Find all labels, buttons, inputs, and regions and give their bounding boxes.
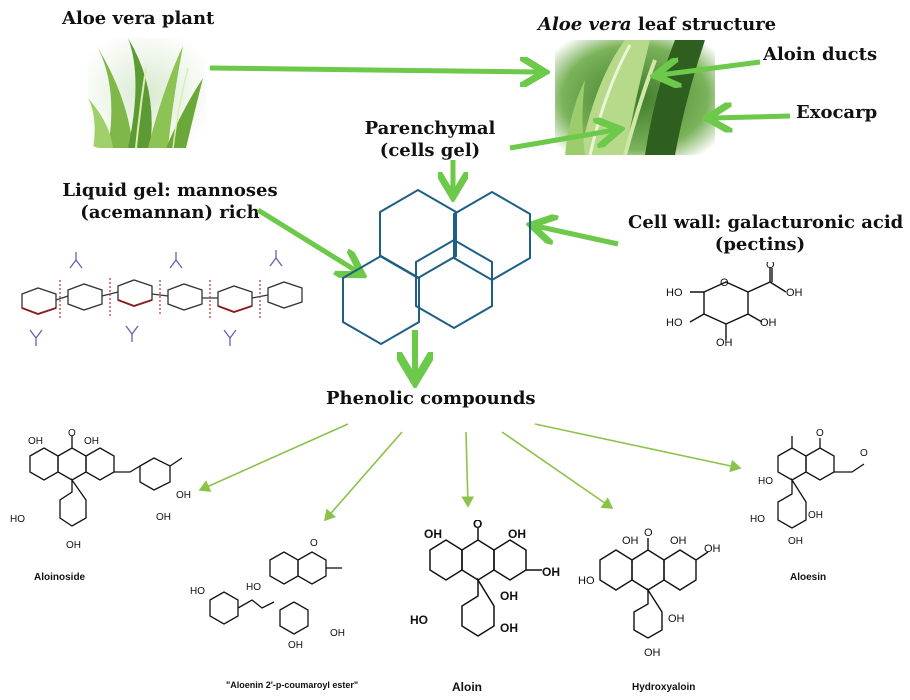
oh-label-s: OH [788, 536, 803, 547]
cell-wall-line1: Cell wall: galacturonic acid [628, 212, 904, 233]
ho-label-a: HO [10, 514, 25, 525]
cell-hexagons [342, 188, 531, 346]
oh-label-n: OH [670, 535, 687, 547]
arrow-to-aloesin [534, 423, 742, 473]
oh-label-g: OH [288, 640, 303, 650]
hexagon-top-right [453, 190, 531, 282]
aloe-plant-photo [88, 38, 206, 148]
ho-label-1: HO [666, 287, 683, 299]
o-label-c: O [473, 520, 482, 531]
oh-label-k: OH [500, 589, 518, 603]
oh-label-d: OH [156, 512, 171, 523]
aloesin-structure: O O HO HO OH OH [750, 428, 868, 547]
aloesin-caption: Aloesin [790, 572, 827, 583]
arrow-to-aloin [461, 431, 475, 508]
phenolic-compounds-label: Phenolic compounds [326, 388, 536, 409]
arrow-plant-to-leaf [209, 68, 540, 72]
oh-label-h: OH [424, 527, 442, 541]
cell-wall-label: Cell wall: galacturonic acid (pectins) [628, 212, 904, 256]
oh-label-o: OH [704, 543, 721, 555]
hydroxyaloin-caption: Hydroxyaloin [632, 682, 696, 693]
ho-label-b: HO [190, 586, 205, 597]
oh-label-c: OH [66, 540, 81, 551]
oh-label-e: OH [176, 490, 191, 501]
aloin-caption: Aloin [452, 680, 482, 694]
leaf-structure-label: Aloe vera leaf structure [538, 14, 776, 36]
oh-label-a: OH [28, 436, 43, 447]
exocarp-label: Exocarp [796, 102, 878, 123]
o-label-d: O [644, 527, 653, 539]
arrow-to-aloinoside [198, 423, 349, 492]
parenchymal-line1: Parenchymal [364, 118, 496, 139]
aloin-structure: OH O OH OH HO OH OH [410, 520, 560, 637]
ho-label-f: HO [758, 476, 773, 487]
oh-label-r: OH [808, 510, 823, 521]
oh-label-f: OH [330, 628, 345, 639]
arrow-to-aloin-ducts [660, 62, 761, 75]
oh-label-2: OH [760, 317, 777, 329]
oh-label-j: OH [542, 565, 560, 579]
oh-label-p: OH [668, 613, 685, 625]
hydroxyaloin-structure: OH O OH OH HO OH OH [578, 527, 721, 659]
ho-label-d: HO [410, 613, 428, 627]
aloinoside-structure: OH O OH HO OH OH OH [10, 428, 191, 551]
oh-label-m: OH [622, 535, 639, 547]
o-label-b: O [310, 538, 318, 549]
o-label-carbonyl: O [766, 262, 775, 271]
galacturonic-acid-structure: HO HO OH OH OH O O [666, 262, 803, 347]
hexagon-bottom-right [415, 238, 493, 330]
o-label-a: O [68, 428, 76, 439]
o-label-f: O [860, 448, 868, 459]
ho-label-2: HO [666, 317, 683, 329]
liquid-gel-label: Liquid gel: mannoses (acemannan) rich [60, 180, 280, 224]
arrow-liquid-gel-to-cells [256, 207, 358, 272]
oh-label-i: OH [508, 527, 526, 541]
oh-label-1: OH [716, 337, 733, 347]
ho-label-c: HO [246, 582, 261, 593]
arrow-to-hydroxyaloin [501, 431, 614, 509]
parenchymal-line2: (cells gel) [379, 140, 481, 161]
leaf-structure-italic: Aloe vera [538, 14, 632, 35]
cell-wall-line2: (pectins) [714, 234, 806, 255]
ho-label-e: HO [578, 575, 595, 587]
aloe-plant-label: Aloe vera plant [62, 8, 215, 29]
liquid-gel-line1: Liquid gel: mannoses [62, 180, 278, 201]
oh-label-3: OH [786, 287, 803, 299]
o-label-e: O [816, 428, 824, 439]
hexagon-top-left [379, 188, 457, 280]
arrow-to-exocarp [712, 116, 791, 118]
parenchymal-label: Parenchymal (cells gel) [360, 118, 500, 162]
oh-label-b: OH [84, 436, 99, 447]
liquid-gel-line2: (acemannan) rich [80, 202, 260, 223]
acemannan-structure [21, 250, 303, 346]
o-label-ring: O [720, 277, 729, 289]
aloinoside-caption: Aloinoside [34, 572, 86, 583]
aloenin-ester-caption: "Aloenin 2'-p-coumaroyl ester" [226, 680, 359, 690]
aloin-ducts-label: Aloin ducts [763, 44, 878, 65]
arrow-to-aloenin-ester [323, 431, 403, 522]
oh-label-q: OH [644, 647, 661, 659]
oh-label-l: OH [500, 621, 518, 635]
arrow-cell-wall-to-cells [536, 226, 619, 247]
ho-label-g: HO [750, 514, 765, 525]
arrow-parenchymal-to-leaf [509, 130, 615, 151]
leaf-structure-rest: leaf structure [631, 14, 777, 35]
aloenin-ester-structure: HO O HO OH OH [190, 538, 345, 650]
hexagon-bottom-left [342, 254, 420, 346]
